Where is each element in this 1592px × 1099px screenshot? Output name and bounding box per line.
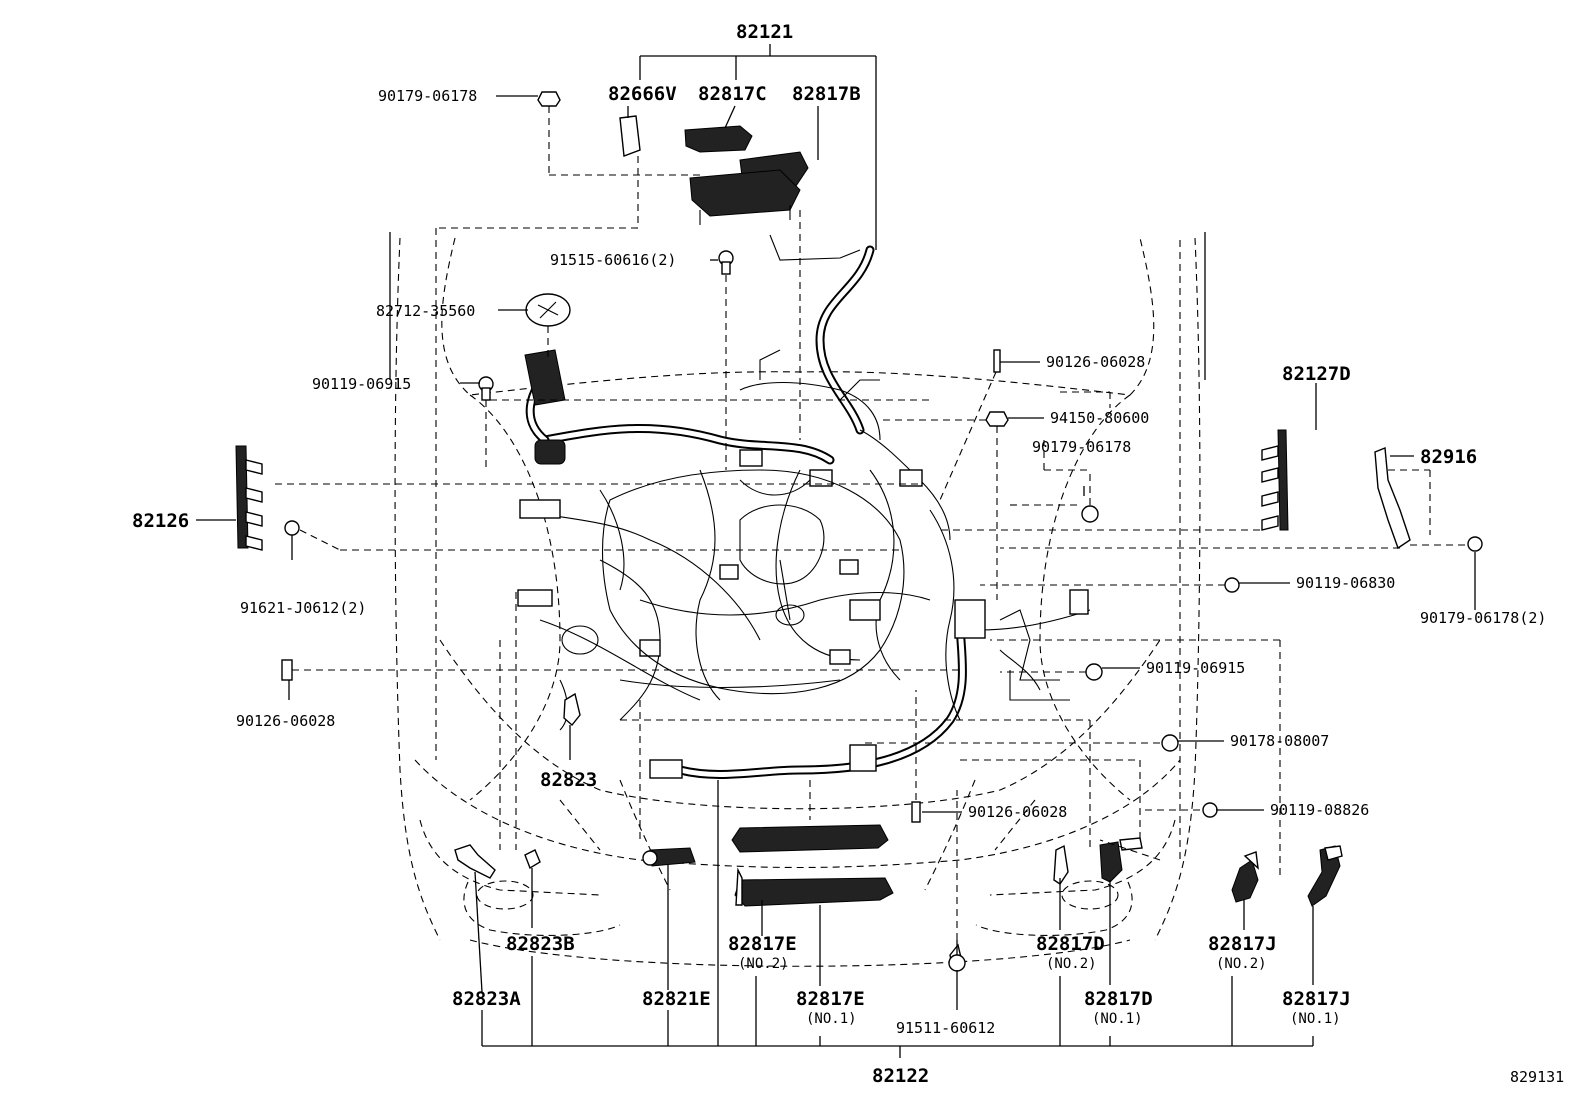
part-labels: 82121 90179-06178 82666V 82817C 82817B 9… [132, 21, 1564, 1087]
diagram-code: 829131 [1510, 1068, 1564, 1086]
label-90178-08007: 90178-08007 [1230, 732, 1329, 750]
label-82823B: 82823B [506, 933, 575, 955]
label-82127D: 82127D [1282, 363, 1351, 385]
label-82817D-no1-note: (NO.1) [1092, 1011, 1143, 1027]
label-82121: 82121 [736, 21, 793, 43]
top-bracket-parts [619, 115, 809, 225]
label-91621-J0612: 91621-J0612(2) [240, 599, 366, 617]
label-90126-06028-top: 90126-06028 [1046, 353, 1145, 371]
label-82817J-no2-note: (NO.2) [1216, 956, 1267, 972]
dashed-association-lines [292, 106, 1281, 940]
label-90179-06178-2: 90179-06178(2) [1420, 609, 1546, 627]
label-82817D-no1: 82817D [1084, 988, 1153, 1010]
label-82817C: 82817C [698, 83, 767, 105]
left-parts [235, 445, 920, 560]
label-90179-06178-mid: 90179-06178 [1032, 438, 1131, 456]
label-82823A: 82823A [452, 988, 521, 1010]
leader-lines [196, 44, 1476, 1058]
label-82817J-no1-note: (NO.1) [1290, 1011, 1341, 1027]
label-90179-06178-top: 90179-06178 [378, 87, 477, 105]
vehicle-body-outline [389, 232, 1206, 967]
label-90119-06830: 90119-06830 [1296, 574, 1395, 592]
right-parts [940, 429, 1483, 593]
fastener-symbols [281, 91, 1218, 823]
label-82666V: 82666V [608, 83, 677, 105]
label-82817E-no1: 82817E [796, 988, 865, 1010]
label-91511-60612: 91511-60612 [896, 1019, 995, 1037]
label-82821E: 82821E [642, 988, 711, 1010]
label-90126-06028-bottom: 90126-06028 [968, 803, 1067, 821]
bottom-parts [454, 692, 1343, 972]
label-82817E-no2: 82817E [728, 933, 797, 955]
engine-harness-main [517, 234, 1091, 779]
label-91515-60616: 91515-60616(2) [550, 251, 676, 269]
label-82126: 82126 [132, 510, 189, 532]
label-82712-35560: 82712-35560 [376, 302, 475, 320]
label-90119-06915-left: 90119-06915 [312, 375, 411, 393]
label-82817J-no2: 82817J [1208, 933, 1277, 955]
label-90119-08826: 90119-08826 [1270, 801, 1369, 819]
label-82823: 82823 [540, 769, 597, 791]
label-82817E-no2-note: (NO.2) [738, 956, 789, 972]
label-94150-80600: 94150-80600 [1050, 409, 1149, 427]
label-82817J-no1: 82817J [1282, 988, 1351, 1010]
label-82916: 82916 [1420, 446, 1477, 468]
label-82817D-no2-note: (NO.2) [1046, 956, 1097, 972]
label-90119-06915-right: 90119-06915 [1146, 659, 1245, 677]
label-82817E-no1-note: (NO.1) [806, 1011, 857, 1027]
label-82817D-no2: 82817D [1036, 933, 1105, 955]
label-90126-06028-left: 90126-06028 [236, 712, 335, 730]
label-82817B: 82817B [792, 83, 861, 105]
label-82122: 82122 [872, 1065, 929, 1087]
